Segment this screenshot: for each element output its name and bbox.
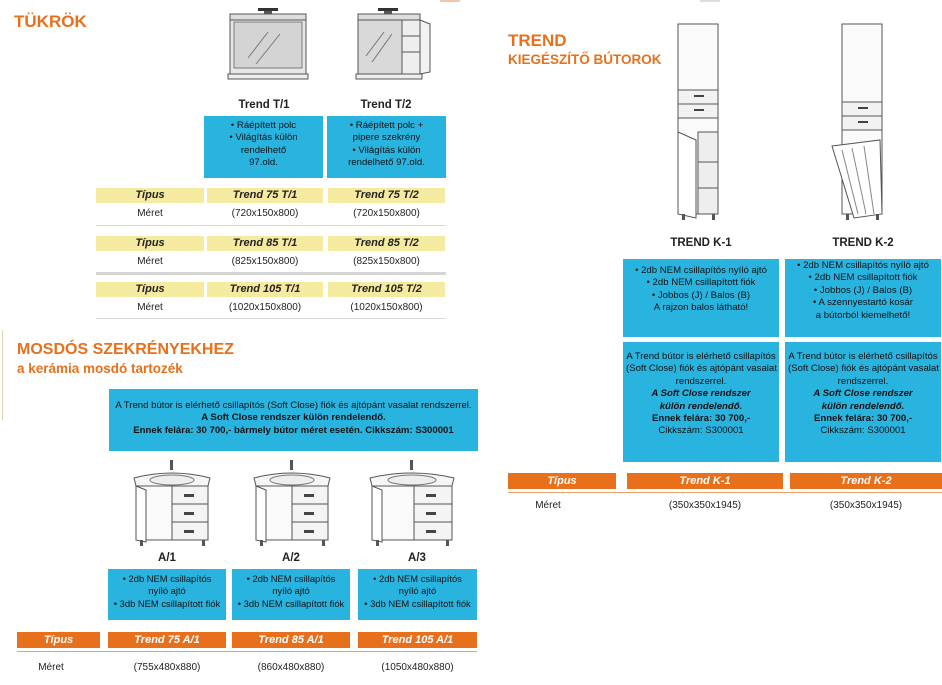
cabinet-size-value: (1050x480x880) [381, 662, 454, 673]
cabinet-a1-name: A/1 [158, 552, 176, 564]
mirror-t2-features: • Ráépített polc +pipere szekrény • Vilá… [327, 116, 446, 178]
mirror-type-value: Trend 85 T/1 [207, 236, 323, 251]
mirror-t1-features: • Ráépített polc• Világítás külön rendel… [204, 116, 323, 178]
mirror-type-label: Típus [96, 188, 204, 203]
mirror-type-label: Típus [96, 236, 204, 251]
trend-k2-name: TREND K-2 [832, 237, 894, 249]
mirror-type-value: Trend 105 T/1 [207, 282, 323, 297]
softclose-notice: A Trend bútor is elérhető csillapítós (S… [109, 389, 478, 451]
mirror-size-value: (825x150x800) [353, 256, 420, 267]
mirror-t1-image [227, 8, 309, 80]
vertical-rule [2, 330, 3, 420]
cabinets-subtitle: a kerámia mosdó tartozék [17, 361, 183, 376]
mirror-size-value: (720x150x800) [231, 208, 299, 219]
cabinets-title: MOSDÓS SZEKRÉNYEKHEZ [17, 341, 234, 358]
cabinet-size-value: (860x480x880) [257, 662, 325, 673]
trend-k2-softclose: A Trend bútor is elérhető csillapítós(So… [785, 342, 941, 462]
mirror-type-value: Trend 75 T/1 [207, 188, 323, 203]
trend-type-label: Típus [508, 473, 616, 489]
cabinet-size-value: (755x480x880) [133, 662, 201, 673]
mirrors-title: TÜKRÖK [14, 12, 87, 31]
cabinet-type-value: Trend 75 A/1 [108, 632, 226, 648]
trend-k2-features: • 2db NEM csillapítós nyíló ajtó• 2db NE… [785, 259, 941, 337]
trend-size-value: (350x350x1945) [668, 500, 742, 511]
trend-size-value: (350x350x1945) [829, 500, 903, 511]
cabinet-type-value: Trend 105 A/1 [358, 632, 477, 648]
cabinet-a2-name: A/2 [282, 552, 300, 564]
mirror-type-value: Trend 105 T/2 [328, 282, 445, 297]
mirror-size-label: Méret [137, 302, 163, 313]
cabinet-a3-image [369, 460, 455, 546]
trend-title: TREND [508, 31, 567, 50]
trend-size-label: Méret [535, 500, 561, 511]
divider [96, 318, 446, 319]
cabinet-type-value: Trend 85 A/1 [232, 632, 350, 648]
trend-k1-softclose: A Trend bútor is elérhető csillapítós(So… [623, 342, 779, 462]
tall-cabinet-k2-image [831, 23, 883, 220]
mirror-type-value: Trend 75 T/2 [328, 188, 445, 203]
trend-k1-features: • 2db NEM csillapítós nyíló ajtó• 2db NE… [623, 259, 779, 337]
mirror-size-label: Méret [137, 208, 163, 219]
trend-type-value: Trend K-1 [627, 473, 783, 489]
divider [508, 492, 942, 493]
divider [17, 651, 477, 652]
cabinet-a3-name: A/3 [408, 552, 426, 564]
mirror-t1-name: Trend T/1 [238, 99, 290, 111]
mirror-type-value: Trend 85 T/2 [328, 236, 445, 251]
mirror-size-label: Méret [137, 256, 163, 267]
top-border [0, 0, 942, 2]
cabinet-a1-image [133, 460, 211, 546]
cabinet-size-label: Méret [38, 662, 64, 673]
mirror-size-value: (825x150x800) [231, 256, 299, 267]
tall-cabinet-k1-image [677, 23, 719, 220]
trend-subtitle: KIEGÉSZÍTŐ BÚTOROK [508, 52, 662, 67]
cabinet-type-label: Típus [17, 632, 100, 648]
mirror-size-value: (720x150x800) [353, 208, 420, 219]
trend-type-value: Trend K-2 [790, 473, 942, 489]
cabinet-a2-image [253, 460, 331, 546]
mirror-t2-image [355, 8, 431, 80]
mirror-type-label: Típus [96, 282, 204, 297]
mirror-t2-name: Trend T/2 [360, 99, 412, 111]
mirror-size-value: (1020x150x800) [350, 302, 423, 313]
divider [96, 272, 446, 275]
trend-k1-name: TREND K-1 [670, 237, 732, 249]
mirror-size-value: (1020x150x800) [228, 302, 302, 313]
divider [96, 225, 446, 226]
